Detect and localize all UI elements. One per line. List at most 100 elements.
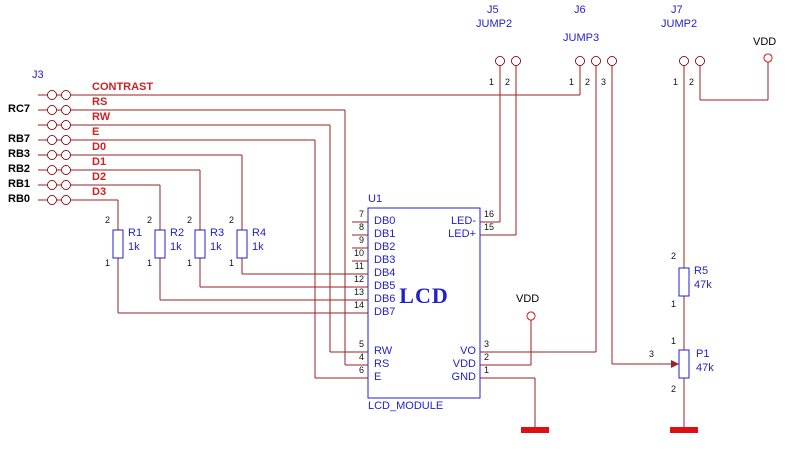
- port-label-rc7: RC7: [8, 103, 31, 115]
- u1-pin-name-db3: DB3: [374, 254, 396, 266]
- j6-part-label: JUMP3: [563, 32, 600, 44]
- u1-pin-name-db6: DB6: [374, 293, 396, 305]
- port-label-rb0: RB0: [8, 193, 31, 205]
- u1-pin-number-16: 16: [484, 209, 495, 219]
- u1-pin-number-1: 1: [484, 365, 490, 375]
- net-label-rs: RS: [92, 96, 108, 108]
- p1-value-label: 47k: [696, 362, 714, 374]
- j6-pin-number-2: 2: [585, 77, 591, 87]
- p1-pin-number-wiper: 3: [649, 349, 655, 359]
- u1-display-text: LCD: [399, 283, 449, 308]
- u1-pin-name-led-plus: LED+: [448, 228, 476, 240]
- u1-pin-number-14: 14: [353, 300, 364, 310]
- j5-ref-label: J5: [487, 4, 499, 16]
- j6-ref-label: J6: [574, 4, 586, 16]
- net-label-d0: D0: [92, 141, 107, 153]
- wire-net-vo: [480, 66, 597, 353]
- r5-value-label: 47k: [694, 279, 712, 291]
- vdd-label-center: VDD: [516, 293, 540, 305]
- j7-pin-number-2: 2: [689, 77, 695, 87]
- wire-net-d0-d3: [117, 155, 243, 230]
- u1-pin-name-db2: DB2: [374, 241, 396, 253]
- port-label-rb1: RB1: [8, 178, 31, 190]
- u1-pin-number-8: 8: [358, 222, 364, 232]
- j3-pin-circles: [47, 90, 71, 205]
- r5-pin-number-top: 2: [671, 251, 677, 261]
- u1-pin-name-e: E: [374, 371, 382, 383]
- net-label-d1: D1: [92, 156, 107, 168]
- r1-ref-label: R1: [128, 227, 143, 239]
- j6-pin-number-1: 1: [569, 77, 575, 87]
- u1-pin-name-db5: DB5: [374, 280, 396, 292]
- j5-pin-number-1: 1: [489, 77, 495, 87]
- net-label-d2: D2: [92, 171, 107, 183]
- wire-net-led: [480, 66, 517, 236]
- wire-net-db4-db7: [117, 258, 368, 314]
- j5-part-label: JUMP2: [476, 18, 513, 30]
- j5-pin-number-2: 2: [505, 77, 511, 87]
- u1-pin-number-11: 11: [354, 261, 364, 271]
- r3-value-label: 1k: [210, 241, 222, 253]
- ground-symbols: [521, 427, 698, 433]
- j3-ref-label: J3: [32, 69, 44, 81]
- r2-ref-label: R2: [170, 227, 185, 239]
- p1-wiper-arrow-icon: [671, 360, 679, 368]
- net-label-d3: D3: [92, 186, 107, 198]
- r5-pin-number-bottom: 1: [671, 299, 677, 309]
- wire-net-wiper: [611, 66, 672, 365]
- u1-unused-pin-stubs: [352, 221, 368, 262]
- wire-net-gnd: [480, 377, 536, 427]
- jumper-pin-circles: [495, 56, 705, 66]
- net-label-contrast: CONTRAST: [92, 81, 154, 93]
- u1-pin-name-vdd: VDD: [452, 358, 476, 370]
- r4-ref-label: R4: [252, 227, 267, 239]
- port-label-rb2: RB2: [8, 163, 31, 175]
- wire-net-rw: [329, 125, 368, 353]
- u1-pin-number-4: 4: [358, 352, 364, 362]
- net-label-e: E: [92, 126, 100, 138]
- u1-pin-number-12: 12: [353, 274, 364, 284]
- resistor-bodies: [112, 229, 690, 379]
- u1-pin-number-6: 6: [358, 365, 364, 375]
- r1-pin-number-bottom: 1: [105, 258, 111, 268]
- p1-pin-number-top: 1: [671, 336, 677, 346]
- u1-pin-name-db1: DB1: [374, 228, 396, 240]
- j3-pin-stubs: [38, 94, 580, 201]
- port-label-rb3: RB3: [8, 148, 31, 160]
- r2-value-label: 1k: [170, 241, 182, 253]
- j7-pin-number-1: 1: [673, 77, 679, 87]
- u1-pin-name-rs: RS: [374, 358, 390, 370]
- u1-ref-label: U1: [368, 193, 383, 205]
- u1-part-label: LCD_MODULE: [368, 400, 444, 412]
- r1-pin-number-top: 2: [105, 215, 111, 225]
- u1-pin-number-5: 5: [358, 339, 364, 349]
- r2-pin-number-bottom: 1: [147, 258, 153, 268]
- u1-pin-number-15: 15: [484, 222, 495, 232]
- u1-pin-name-led-minus: LED-: [450, 215, 476, 227]
- vdd-symbols: [526, 53, 773, 321]
- u1-pin-name-db4: DB4: [374, 267, 396, 279]
- u1-pin-number-7: 7: [358, 209, 364, 219]
- net-label-rw: RW: [92, 111, 111, 123]
- u1-pin-name-db0: DB0: [374, 215, 396, 227]
- p1-pin-number-bottom: 2: [671, 384, 677, 394]
- r3-ref-label: R3: [210, 227, 225, 239]
- r2-pin-number-top: 2: [147, 215, 153, 225]
- port-label-rb7: RB7: [8, 133, 31, 145]
- j7-part-label: JUMP2: [661, 18, 698, 30]
- j7-ref-label: J7: [671, 4, 683, 16]
- u1-pin-number-13: 13: [353, 287, 364, 297]
- r3-pin-number-top: 2: [187, 215, 193, 225]
- r4-value-label: 1k: [252, 241, 264, 253]
- u1-body: [367, 207, 481, 399]
- r4-pin-number-top: 2: [229, 215, 235, 225]
- r1-value-label: 1k: [128, 241, 140, 253]
- u1-pin-number-10: 10: [353, 248, 364, 258]
- u1-pin-name-rw: RW: [374, 345, 393, 357]
- r3-pin-number-bottom: 1: [187, 258, 193, 268]
- wire-net-vdd-right: [699, 62, 769, 101]
- u1-pin-name-gnd: GND: [451, 371, 476, 383]
- p1-ref-label: P1: [696, 348, 710, 360]
